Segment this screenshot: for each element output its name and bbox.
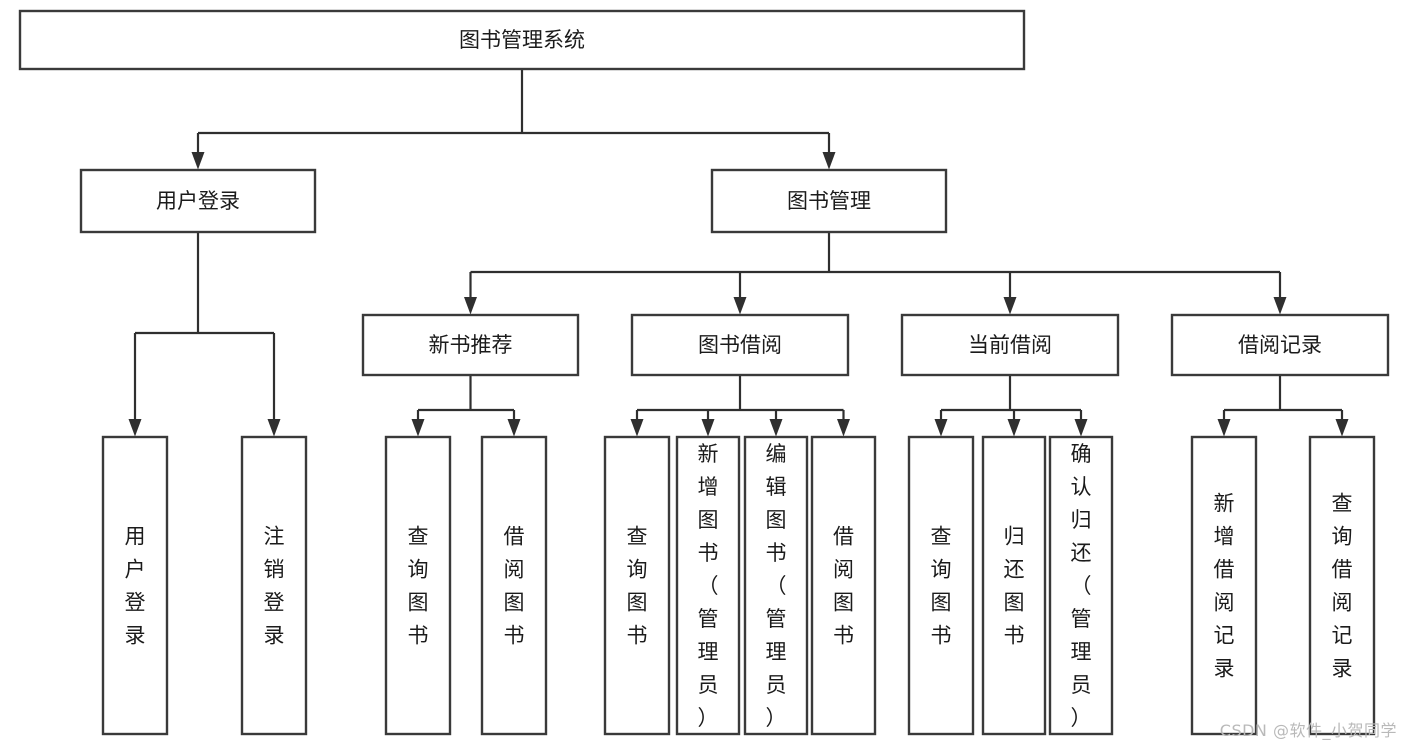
edge-arrowhead [733,297,747,315]
edge-arrowhead [701,419,715,437]
node-leaf_12[interactable]: 新增借阅记录 [1190,435,1258,736]
nodes-layer: 图书管理系统用户登录图书管理新书推荐图书借阅当前借阅借阅记录用户登录注销登录查询… [18,9,1390,736]
edge-arrowhead [191,152,205,170]
edge-arrowhead [507,419,521,437]
edge-arrowhead [1074,419,1088,437]
edge-arrowhead [630,419,644,437]
node-label: 新增借阅记录 [1214,492,1235,681]
edge-arrowhead [1007,419,1021,437]
node-leaf_5[interactable]: 查询图书 [603,435,671,736]
edge-arrowhead [1273,297,1287,315]
node-box[interactable] [1190,435,1258,736]
node-box[interactable] [384,435,452,736]
node-label: 编辑图书（管理员） [766,442,787,730]
node-leaf_7[interactable]: 编辑图书（管理员） [743,435,809,736]
node-leaf_10[interactable]: 归还图书 [981,435,1047,736]
edge-arrowhead [128,419,142,437]
node-label: 当前借阅 [968,333,1052,357]
node-label: 新增图书（管理员） [698,442,719,730]
node-box[interactable] [240,435,308,736]
node-leaf_9[interactable]: 查询图书 [907,435,975,736]
edge-arrowhead [1335,419,1349,437]
node-box[interactable] [743,435,809,736]
node-leaf_8[interactable]: 借阅图书 [810,435,877,736]
node-label: 确认归还（管理员） [1071,442,1092,730]
edge-arrowhead [769,419,783,437]
node-label: 查询图书 [931,525,952,648]
edge-arrowhead [837,419,850,437]
node-box[interactable] [981,435,1047,736]
node-box[interactable] [710,168,948,234]
node-label: 借阅图书 [833,525,854,648]
node-label: 新书推荐 [429,333,513,357]
edge-arrowhead [822,152,836,170]
edge-arrowhead [1003,297,1017,315]
node-label: 借阅记录 [1238,333,1322,357]
node-leaf_3[interactable]: 查询图书 [384,435,452,736]
node-box[interactable] [18,9,1026,71]
edge-arrowhead [411,419,425,437]
node-root[interactable]: 图书管理系统 [18,9,1026,71]
node-leaf_2[interactable]: 注销登录 [240,435,308,736]
edge-arrowhead [267,419,281,437]
node-label: 用户登录 [125,525,146,648]
edges-layer [128,69,1349,437]
node-box[interactable] [907,435,975,736]
edge-arrowhead [1217,419,1231,437]
node-box[interactable] [603,435,671,736]
node-box[interactable] [675,435,741,736]
node-box[interactable] [1308,435,1376,736]
node-box[interactable] [361,313,580,377]
node-box[interactable] [900,313,1120,377]
node-label: 图书管理系统 [459,28,585,52]
node-label: 归还图书 [1004,525,1025,648]
node-box[interactable] [1170,313,1390,377]
node-leaf_1[interactable]: 用户登录 [101,435,169,736]
node-label: 借阅图书 [504,525,525,648]
node-leaf_4[interactable]: 借阅图书 [480,435,548,736]
node-box[interactable] [810,435,877,736]
node-label: 图书借阅 [698,333,782,357]
node-label: 查询图书 [408,525,429,648]
node-l2_d[interactable]: 借阅记录 [1170,313,1390,377]
edge-arrowhead [934,419,948,437]
edge-arrowhead [464,297,477,315]
node-leaf_11[interactable]: 确认归还（管理员） [1048,435,1114,736]
node-leaf_13[interactable]: 查询借阅记录 [1308,435,1376,736]
node-label: 用户登录 [156,189,240,213]
node-leaf_6[interactable]: 新增图书（管理员） [675,435,741,736]
node-box[interactable] [79,168,317,234]
node-box[interactable] [480,435,548,736]
node-l2_c[interactable]: 当前借阅 [900,313,1120,377]
node-box[interactable] [630,313,850,377]
node-box[interactable] [101,435,169,736]
node-label: 查询借阅记录 [1332,492,1353,681]
node-label: 图书管理 [787,189,871,213]
node-label: 注销登录 [264,525,285,648]
node-l1_b[interactable]: 图书管理 [710,168,948,234]
node-label: 查询图书 [627,525,648,648]
node-l1_a[interactable]: 用户登录 [79,168,317,234]
node-l2_a[interactable]: 新书推荐 [361,313,580,377]
node-l2_b[interactable]: 图书借阅 [630,313,850,377]
node-box[interactable] [1048,435,1114,736]
